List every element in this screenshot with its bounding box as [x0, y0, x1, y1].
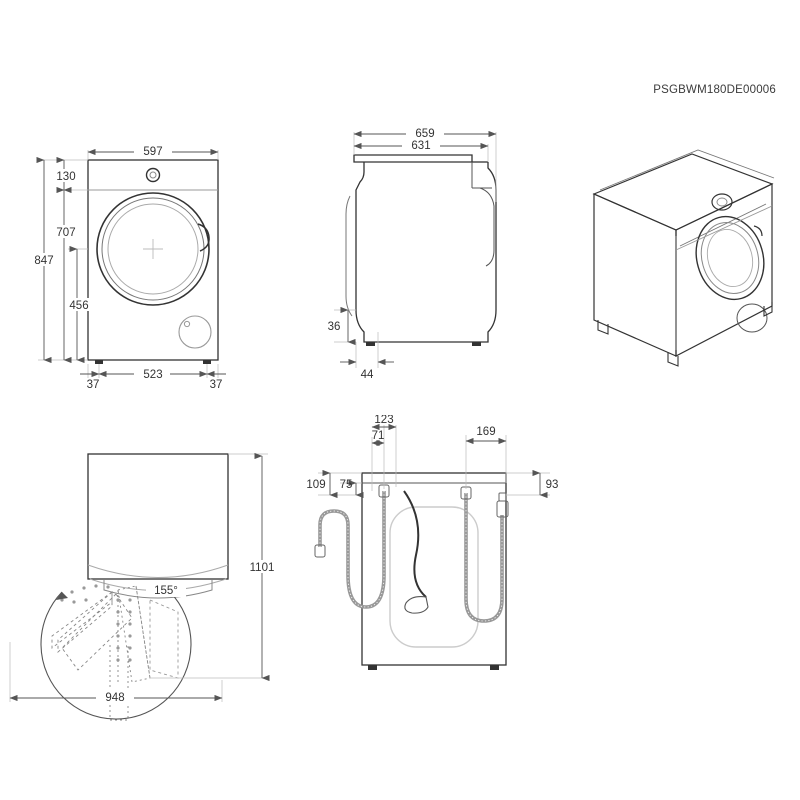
- topview-body-outline: [87, 453, 229, 580]
- filter-cap-icon: [178, 315, 212, 349]
- dim-side-depth-max-label: 659: [415, 128, 434, 140]
- dim-rear-height-outer-label: 109: [306, 479, 325, 491]
- dim-front-foot-span-label: 523: [143, 369, 162, 381]
- front-feet: [95, 360, 211, 364]
- dim-front-foot-right-label: 37: [210, 379, 223, 391]
- dim-rear-right-height-label: 93: [546, 479, 559, 491]
- inlet-hose: [318, 491, 386, 609]
- dim-rear-inlet-width-label: 71: [372, 430, 385, 442]
- iso-feet: [597, 302, 773, 367]
- side-elevation-view: 659 631 36 44: [328, 126, 497, 381]
- iso-detergent-knob-icon: [711, 193, 733, 211]
- door-swing-ghost-positions: [51, 590, 133, 671]
- door-center-mark: [143, 239, 163, 259]
- dim-front-door-center-label: 456: [69, 300, 88, 312]
- front-door-assembly: [96, 192, 210, 306]
- dim-rear-height-inner-label: 75: [340, 479, 353, 491]
- dim-front-panel-top-label: 130: [56, 171, 75, 183]
- side-rear-detail: [471, 162, 495, 267]
- side-feet: [366, 342, 481, 346]
- door-swing-dot-pattern: [60, 584, 132, 662]
- side-body-outline: [353, 154, 497, 343]
- rear-feet: [368, 665, 499, 670]
- iso-panel-divider: [675, 205, 773, 251]
- power-plug-icon: [404, 596, 429, 614]
- front-extension-lines: [38, 150, 219, 378]
- iso-edge-fillets: [599, 149, 775, 350]
- front-cabinet-outline: [87, 159, 219, 361]
- dim-side-base-offset-label: 44: [361, 369, 374, 381]
- rear-extension-lines: [318, 425, 550, 496]
- power-cord: [403, 490, 427, 598]
- isometric-view: [592, 149, 775, 367]
- door-outer-ring: [96, 192, 210, 306]
- iso-left-face: [593, 193, 677, 357]
- dim-side-base-height-label: 36: [328, 321, 341, 333]
- dim-front-door-height-label: 707: [56, 227, 75, 239]
- door-inner-ring: [107, 203, 199, 295]
- dim-rear-inlet-offset-label: 123: [374, 415, 393, 426]
- topview-extension-lines: [9, 453, 268, 702]
- door-handle-notch: [197, 223, 210, 252]
- dim-door-angle-label: 155°: [154, 585, 178, 597]
- inlet-hose-connector: [314, 484, 390, 558]
- dim-side-depth-body-label: 631: [411, 140, 430, 152]
- rear-cabinet-outline: [361, 472, 507, 666]
- rear-connections-view: 123 71 169 109 75 93: [306, 415, 559, 670]
- iso-filter-cap-icon: [736, 303, 768, 333]
- top-view-door-swing: 155° 1101 948: [9, 452, 278, 721]
- iso-door-rings: [695, 215, 765, 301]
- iso-door-handle: [753, 225, 763, 237]
- dim-front-width-label: 597: [143, 146, 162, 158]
- dim-front-total-height-label: 847: [34, 255, 53, 267]
- rear-service-panel: [389, 506, 479, 648]
- dim-front-foot-left-label: 37: [87, 379, 100, 391]
- inlet-hose-ribs: [319, 491, 385, 608]
- dim-rear-drain-offset-label: 169: [476, 426, 495, 438]
- dim-topview-width-label: 948: [105, 692, 124, 704]
- front-elevation-view: 597 847 130 707 456 37 523 37: [33, 144, 226, 391]
- product-code-label: PSGBWM180DE00006: [653, 84, 776, 96]
- door-swing-ghost-side: [149, 599, 179, 679]
- side-door-edge: [345, 195, 353, 317]
- drain-hose-ribs: [465, 493, 503, 622]
- door-swing-arc: [40, 591, 192, 720]
- detergent-knob-icon: [145, 167, 161, 183]
- dim-topview-depth-label: 1101: [250, 562, 275, 574]
